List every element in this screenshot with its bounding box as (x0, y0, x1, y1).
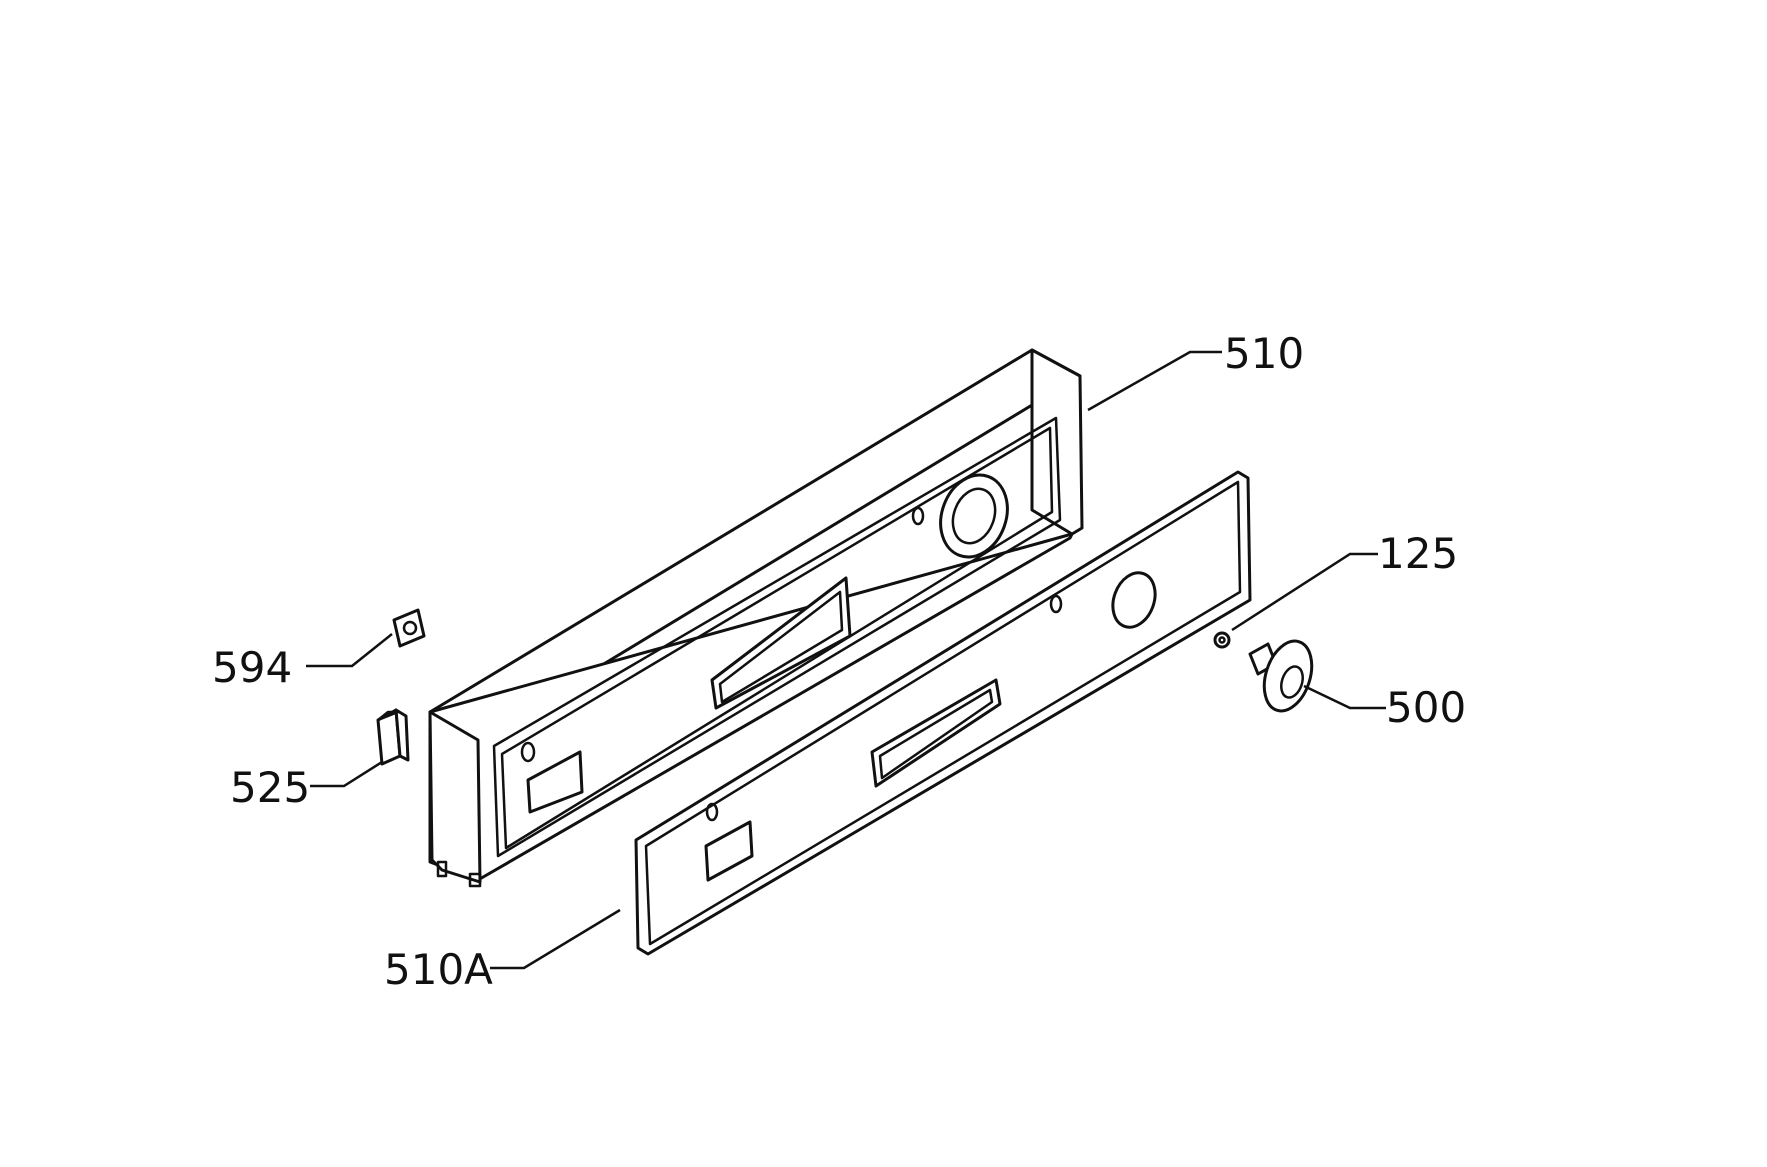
button-525 (376, 708, 410, 766)
leader-510a (490, 908, 621, 970)
leader-lines (306, 350, 1386, 970)
front-facia-panel-510a (634, 470, 1252, 956)
callout-594: 594 (212, 643, 292, 692)
leader-125 (1231, 552, 1378, 632)
callout-500: 500 (1386, 683, 1466, 732)
callout-510a: 510A (384, 945, 493, 994)
leader-510 (1087, 350, 1222, 412)
callout-510: 510 (1224, 329, 1304, 378)
callout-525: 525 (230, 763, 310, 812)
leader-500 (1303, 684, 1386, 710)
leader-525 (310, 760, 383, 788)
leader-594 (306, 633, 393, 668)
nut-125 (1213, 631, 1231, 649)
clip-594 (392, 608, 426, 648)
control-panel-housing-510 (428, 348, 1084, 888)
knob-500 (1248, 639, 1314, 713)
callout-125: 125 (1378, 529, 1458, 578)
